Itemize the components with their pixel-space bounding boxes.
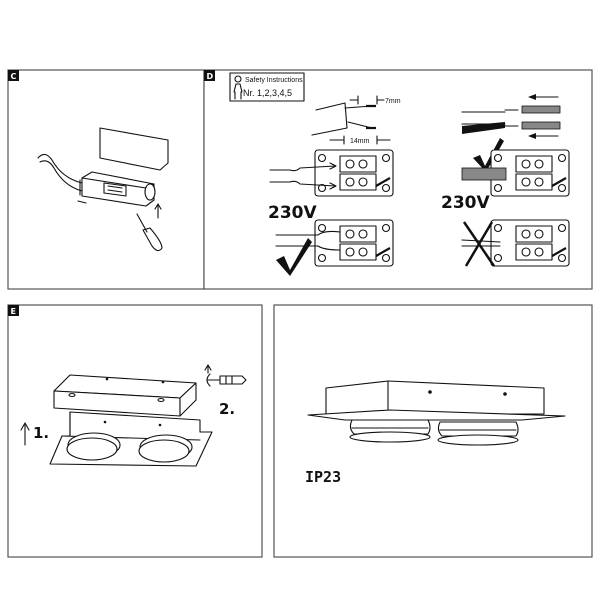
junction-box-drawing [37, 127, 169, 252]
step-1-label: 1. [33, 424, 49, 442]
safety-instructions-box: Safety Instructions Nr. 1,2,3,4,5 [229, 72, 305, 102]
safety-title: Safety Instructions [245, 77, 303, 84]
step-2-label: 2. [219, 400, 235, 418]
terminal-block-top-right [461, 149, 570, 197]
mounting-plate-drawing [49, 411, 213, 467]
ip-rating-label: IP23 [305, 468, 341, 486]
cross-mark-icon [462, 221, 496, 267]
panel-e: E 1. 2. [7, 304, 263, 558]
housing-box-drawing [53, 374, 197, 417]
check-mark-icon [276, 238, 312, 276]
panel-f: IP23 [273, 304, 593, 558]
terminal-block-top-left [269, 149, 394, 197]
wire-strip-diagram: 7mm 14mm [311, 95, 401, 145]
panel-d: D Safety Instructions Nr. 1,2,3,4,5 7mm … [203, 69, 593, 290]
voltage-label-right: 230V [441, 193, 490, 213]
panel-c-label: C [11, 72, 17, 81]
wire-twist-diagram [461, 94, 561, 139]
mounted-luminaire-drawing [307, 380, 566, 446]
safety-numbers: Nr. 1,2,3,4,5 [243, 88, 292, 98]
panel-e-label: E [11, 307, 16, 316]
terminal-block-bottom-left [275, 219, 394, 276]
check-mark-icon [473, 138, 504, 172]
strip-length-7mm: 7mm [385, 98, 401, 105]
voltage-label-left: 230V [268, 203, 317, 223]
panel-c: C [7, 69, 205, 290]
panel-d-label: D [207, 72, 214, 81]
strip-length-14mm: 14mm [350, 138, 370, 145]
terminal-block-bottom-right [461, 219, 570, 267]
screwdriver-icon [204, 364, 247, 387]
arrow-up-icon [20, 422, 30, 446]
